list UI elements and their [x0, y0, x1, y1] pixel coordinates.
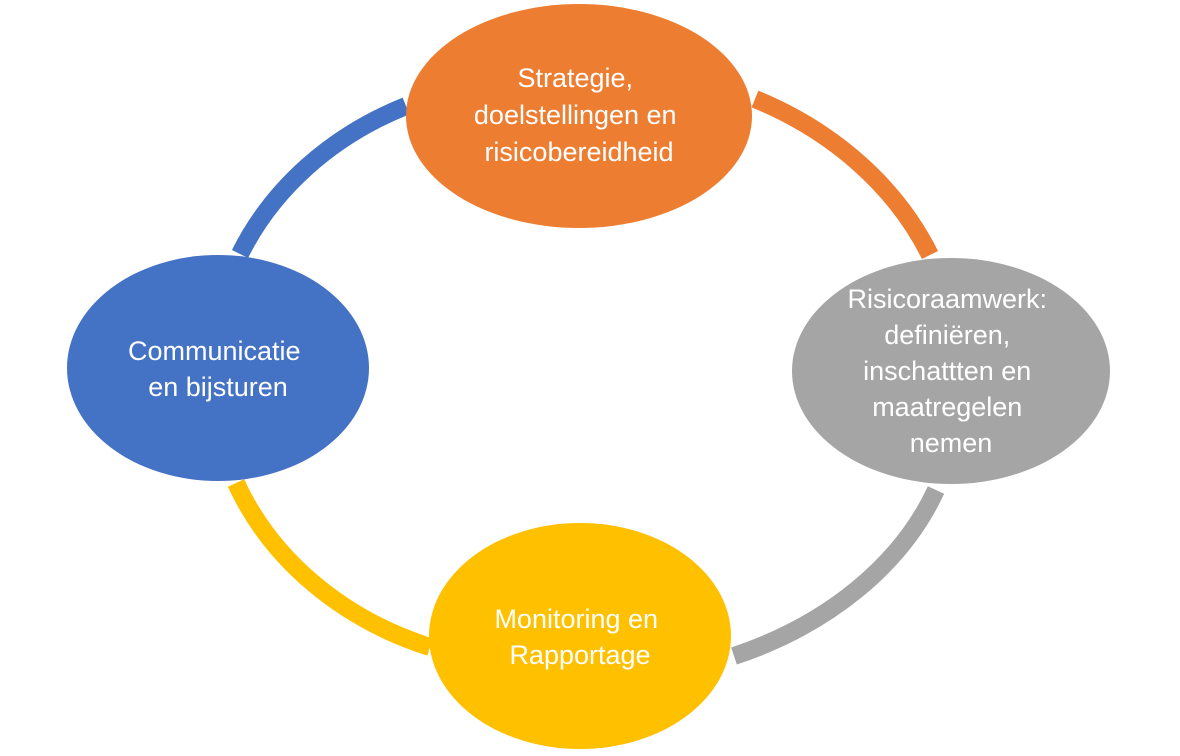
node-framework-label: Risicoraamwerk: definiëren, inschattten … [847, 284, 1054, 458]
arc-strategy-to-framework [751, 90, 939, 260]
node-strategy: Strategie, doelstellingen en risicoberei… [406, 4, 752, 228]
arc-communication-to-strategy [231, 97, 410, 259]
node-framework: Risicoraamwerk: definiëren, inschattten … [792, 258, 1110, 484]
node-communication-label: Communicatie en bijsturen [128, 336, 308, 402]
node-communication: Communicatie en bijsturen [67, 255, 369, 481]
node-monitoring-label: Monitoring en Rapportage [494, 604, 665, 670]
node-framework-shape [792, 258, 1110, 484]
node-strategy-shape [406, 4, 752, 228]
node-monitoring-shape [429, 523, 731, 749]
arc-framework-to-monitoring [731, 486, 945, 665]
node-communication-shape [67, 255, 369, 481]
node-strategy-label: Strategie, doelstellingen en risicoberei… [474, 63, 684, 167]
arc-monitoring-to-communication [227, 479, 433, 656]
node-monitoring: Monitoring en Rapportage [429, 523, 731, 749]
